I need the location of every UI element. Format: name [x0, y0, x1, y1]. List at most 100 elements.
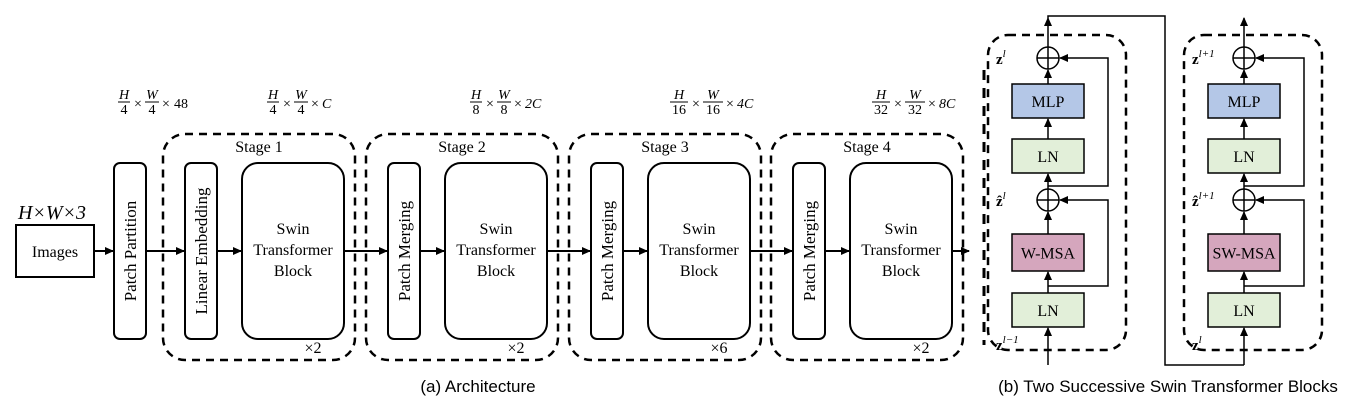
stage-repeat: ×6: [710, 340, 727, 357]
patch-merging-label: Patch Merging: [598, 200, 617, 301]
swin-block-label: Block: [882, 263, 920, 280]
mlp-box: [1011, 83, 1085, 119]
svg-text:×: ×: [692, 97, 700, 112]
patch-partition-label: Patch Partition: [121, 200, 140, 301]
stage-title: Stage 1: [235, 139, 283, 156]
swin-block-label: Swin: [277, 221, 310, 238]
svg-text:2C: 2C: [525, 97, 542, 112]
svg-text:32: 32: [874, 103, 888, 118]
svg-text:W: W: [707, 88, 720, 103]
ln-label: LN: [1233, 149, 1255, 166]
svg-text:×: ×: [928, 97, 936, 112]
swin-block-label: Block: [477, 263, 515, 280]
swin-block-label: Transformer: [659, 242, 739, 259]
caption-blocks: (b) Two Successive Swin Transformer Bloc…: [998, 377, 1338, 396]
svg-text:H: H: [267, 88, 279, 103]
svg-text:W: W: [295, 88, 308, 103]
stage-3: Stage 3 ×6 Patch Merging SwinTransformerBlo…: [567, 88, 793, 362]
svg-text:32: 32: [908, 103, 922, 118]
svg-text:×: ×: [283, 97, 291, 112]
right-swin-block: MLP LN SW-MSA LN zl+1 ẑl+1 zl: [1182, 17, 1324, 365]
residual-connection: [1048, 54, 1109, 187]
swin-block-label: Swin: [683, 221, 716, 238]
svg-text:4C: 4C: [737, 97, 754, 112]
linear-embedding-label: Linear Embedding: [192, 187, 211, 314]
svg-text:8C: 8C: [939, 97, 956, 112]
caption-architecture: (a) Architecture: [420, 377, 535, 396]
z-hat-label: ẑl+1: [1192, 190, 1215, 210]
z-hat-label: ẑl: [996, 190, 1006, 210]
svg-text:W: W: [146, 88, 159, 103]
patch-merging-label: Patch Merging: [395, 200, 414, 301]
swin-block-label: Transformer: [253, 242, 333, 259]
ln-box: [1011, 292, 1085, 328]
svg-text:16: 16: [672, 103, 686, 118]
svg-text:H: H: [673, 88, 685, 103]
ln-box: [1207, 292, 1281, 328]
images-box: [15, 224, 95, 278]
mlp-box: [1207, 83, 1281, 119]
svg-text:×: ×: [726, 97, 734, 112]
svg-text:16: 16: [706, 103, 720, 118]
svg-text:×: ×: [486, 97, 494, 112]
ln-label: LN: [1233, 303, 1255, 320]
svg-text:×: ×: [134, 97, 142, 112]
stage-dim-label: H16×W16×4C: [670, 88, 754, 118]
stage-title: Stage 3: [641, 139, 689, 156]
z-in-label: zl: [1192, 334, 1202, 354]
attention-box: [1011, 233, 1085, 272]
stage-container: [364, 132, 560, 362]
svg-text:48: 48: [174, 97, 188, 112]
svg-text:4: 4: [121, 103, 128, 118]
left-swin-block: MLP LN W-MSA LN zl ẑl zl−1: [986, 17, 1128, 365]
svg-text:4: 4: [270, 103, 277, 118]
residual-connection: [1244, 196, 1305, 287]
svg-text:W: W: [498, 88, 511, 103]
svg-text:4: 4: [149, 103, 156, 118]
svg-text:W: W: [909, 88, 922, 103]
stage-1: Stage 1 ×2 Linear Embedding SwinTransformer…: [161, 88, 388, 362]
input-dim-label: H×W×3: [17, 202, 86, 224]
residual-connection: [1048, 196, 1109, 287]
images-label: Images: [32, 244, 78, 261]
z-out-label: zl: [996, 48, 1006, 68]
mlp-label: MLP: [1032, 94, 1065, 111]
z-out-label: zl+1: [1192, 48, 1215, 68]
stage-dim-label: H32×W32×8C: [872, 88, 956, 118]
ln-label: LN: [1037, 149, 1059, 166]
stage-container: [161, 132, 357, 362]
stage-repeat: ×2: [304, 340, 321, 357]
z-in-label: zl−1: [996, 334, 1019, 354]
svg-text:×: ×: [514, 97, 522, 112]
svg-text:H: H: [470, 88, 482, 103]
swin-block-label: Transformer: [861, 242, 941, 259]
attention-label: SW-MSA: [1212, 246, 1276, 263]
svg-text:H: H: [118, 88, 130, 103]
svg-text:8: 8: [473, 103, 480, 118]
stage-dim-label: H4×W4×C: [267, 88, 332, 118]
svg-text:×: ×: [162, 97, 170, 112]
swin-block-label: Swin: [885, 221, 918, 238]
stage-dim-label: H8×W8×2C: [470, 88, 542, 118]
inter-block-connection: [1047, 15, 1244, 366]
svg-text:H: H: [875, 88, 887, 103]
ln-label: LN: [1037, 303, 1059, 320]
svg-text:×: ×: [894, 97, 902, 112]
svg-text:×: ×: [311, 97, 319, 112]
attention-label: W-MSA: [1021, 246, 1076, 263]
svg-text:C: C: [322, 97, 332, 112]
block-container: [1182, 33, 1324, 352]
residual-connection: [1244, 54, 1305, 187]
mlp-label: MLP: [1228, 94, 1261, 111]
stage-title: Stage 4: [843, 139, 891, 156]
patch-merging-label: Patch Merging: [800, 200, 819, 301]
swin-block-label: Block: [680, 263, 718, 280]
swin-block-label: Transformer: [456, 242, 536, 259]
partition-dim: H 4 × W 4 × 48: [118, 88, 188, 118]
stage-container: [567, 132, 763, 362]
swin-block-label: Block: [274, 263, 312, 280]
block-container: [986, 33, 1128, 352]
